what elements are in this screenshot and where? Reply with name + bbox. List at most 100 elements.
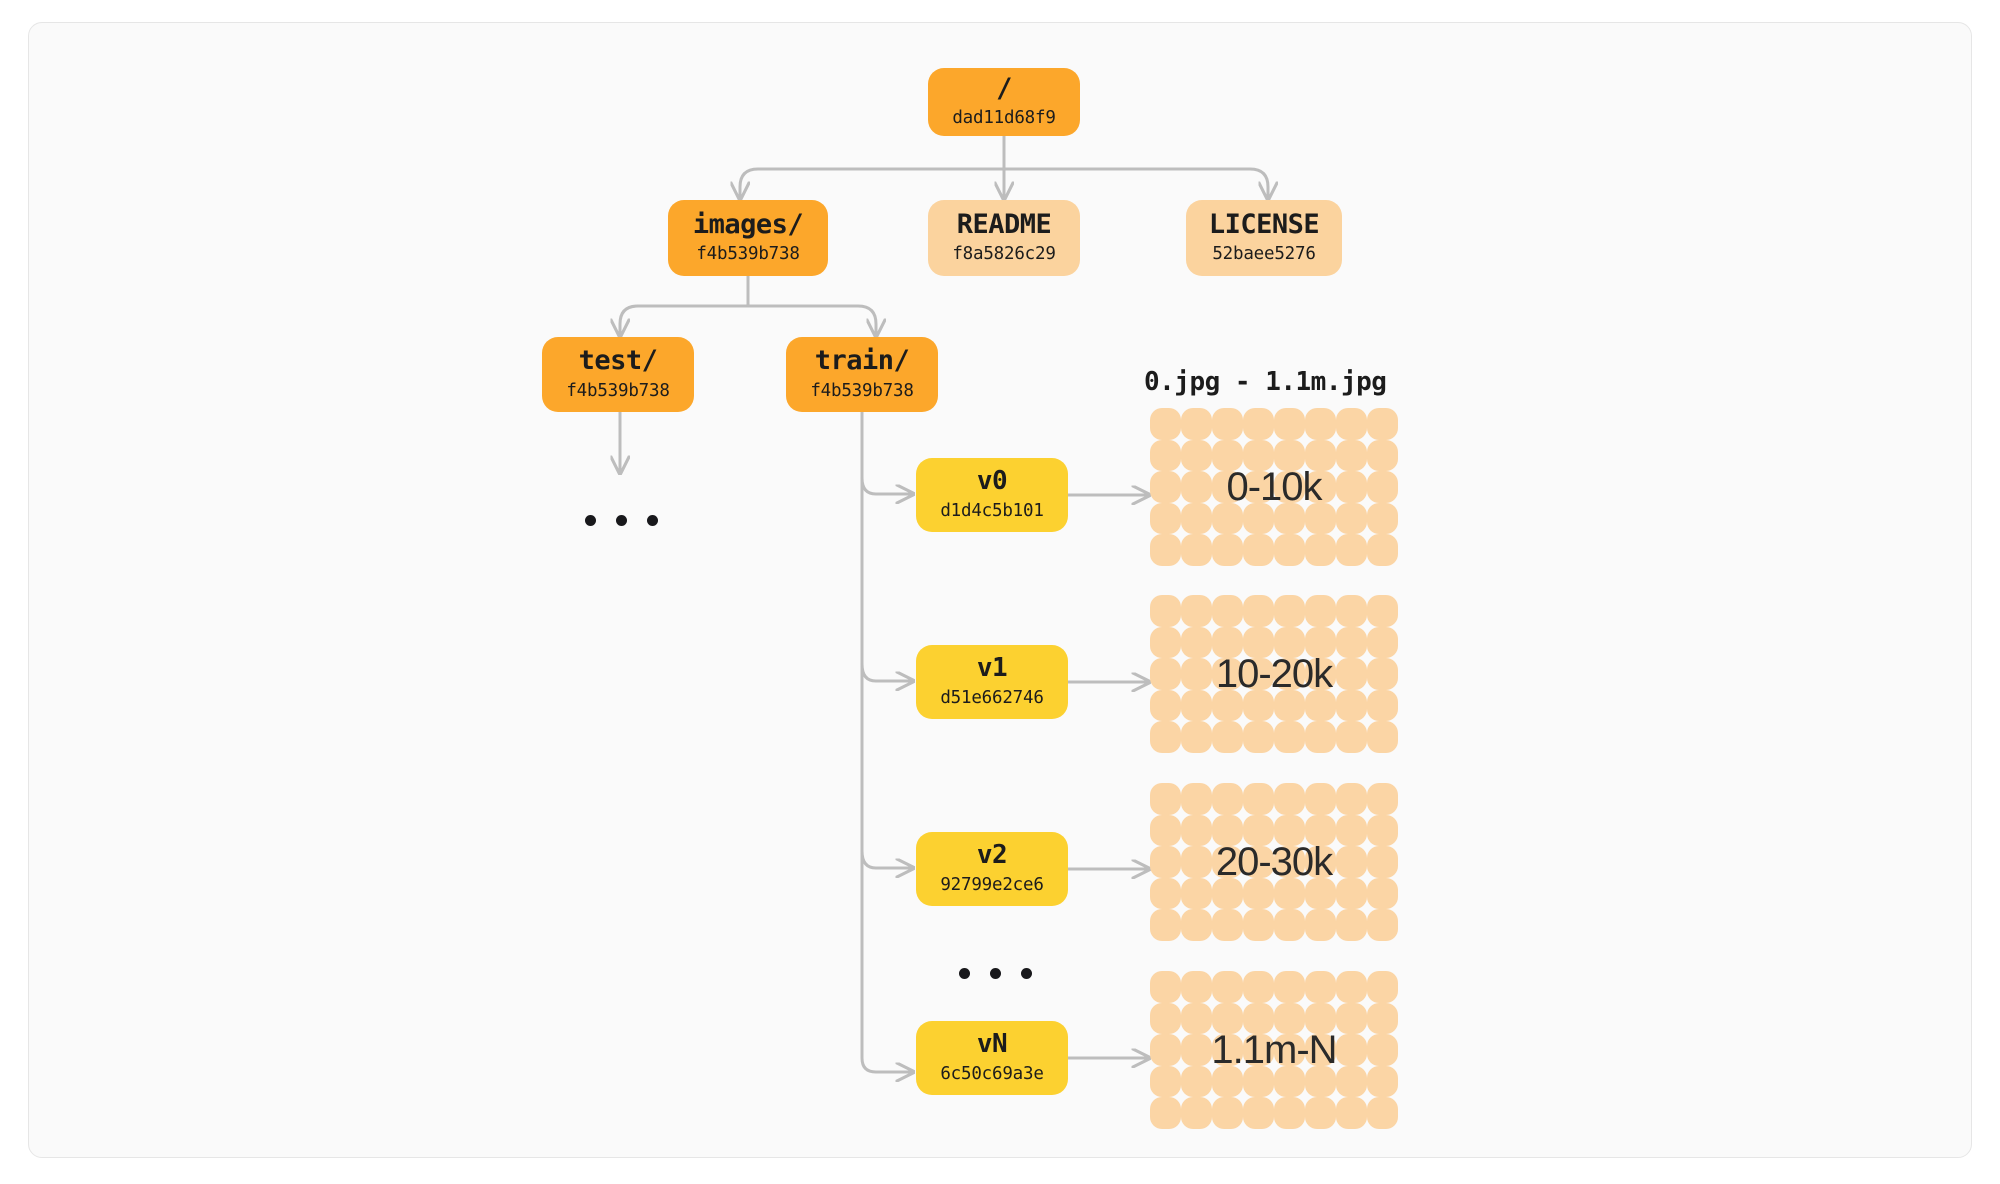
node-version-v0[interactable]: v0 d1d4c5b101 — [916, 458, 1068, 532]
image-tile — [1367, 689, 1398, 722]
image-tile — [1367, 502, 1398, 535]
image-tile — [1305, 877, 1336, 910]
ellipsis-dot — [1021, 968, 1032, 979]
image-tile — [1367, 658, 1398, 690]
node-test-hash: f4b539b738 — [566, 380, 670, 401]
image-tile — [1367, 909, 1398, 941]
node-version-vN[interactable]: vN 6c50c69a3e — [916, 1021, 1068, 1095]
image-tile — [1367, 534, 1398, 566]
image-tile — [1181, 626, 1212, 659]
image-tile — [1367, 471, 1398, 503]
image-tile — [1150, 783, 1181, 815]
image-tile — [1336, 1097, 1367, 1129]
node-license[interactable]: LICENSE 52baee5276 — [1186, 200, 1342, 276]
image-tile — [1305, 626, 1336, 659]
image-tile — [1336, 1065, 1367, 1098]
node-images[interactable]: images/ f4b539b738 — [668, 200, 828, 276]
image-tile — [1150, 1002, 1181, 1035]
image-tile — [1274, 1034, 1305, 1066]
image-tile — [1181, 877, 1212, 910]
image-tile — [1243, 971, 1274, 1003]
image-tile — [1212, 721, 1243, 753]
image-tile — [1150, 721, 1181, 753]
image-block-v2-range: 20-30k — [1215, 839, 1333, 884]
node-version-v1-hash: d51e662746 — [940, 687, 1044, 708]
image-tile — [1336, 814, 1367, 847]
node-train[interactable]: train/ f4b539b738 — [786, 337, 938, 412]
image-tile — [1367, 408, 1398, 440]
image-tile — [1336, 783, 1367, 815]
image-tile — [1212, 909, 1243, 941]
node-version-v1-label: v1 — [976, 653, 1008, 684]
image-tile — [1274, 721, 1305, 753]
node-version-v0-hash: d1d4c5b101 — [940, 500, 1044, 521]
image-range-header: 0.jpg - 1.1m.jpg — [1144, 367, 1387, 397]
diagram-card — [28, 22, 1972, 1158]
image-tile — [1336, 534, 1367, 566]
image-tile — [1274, 471, 1305, 503]
image-tile — [1243, 877, 1274, 910]
image-tile — [1243, 1034, 1274, 1066]
image-tile — [1305, 971, 1336, 1003]
image-tile — [1150, 971, 1181, 1003]
image-tile — [1181, 502, 1212, 535]
image-tile — [1336, 595, 1367, 627]
image-tile — [1243, 439, 1274, 472]
image-tile — [1181, 1065, 1212, 1098]
image-tile — [1274, 971, 1305, 1003]
node-readme-label: README — [956, 208, 1052, 240]
node-root[interactable]: / dad11d68f9 — [928, 68, 1080, 136]
node-version-v1[interactable]: v1 d51e662746 — [916, 645, 1068, 719]
image-tile — [1367, 1065, 1398, 1098]
node-version-v2[interactable]: v2 92799e2ce6 — [916, 832, 1068, 906]
image-tile — [1150, 534, 1181, 566]
image-tile — [1243, 846, 1274, 878]
node-train-hash: f4b539b738 — [810, 380, 914, 401]
image-tile — [1305, 846, 1336, 878]
node-readme[interactable]: README f8a5826c29 — [928, 200, 1080, 276]
image-tile — [1212, 658, 1243, 690]
image-tile — [1212, 471, 1243, 503]
image-tile — [1243, 721, 1274, 753]
node-version-v0-label: v0 — [976, 466, 1008, 497]
image-tile — [1212, 1097, 1243, 1129]
ellipsis-dot — [647, 515, 658, 526]
node-license-hash: 52baee5276 — [1212, 244, 1316, 265]
image-tile — [1305, 909, 1336, 941]
image-tile — [1367, 1097, 1398, 1129]
image-tile — [1150, 408, 1181, 440]
image-tile — [1305, 408, 1336, 440]
node-version-v2-hash: 92799e2ce6 — [940, 874, 1044, 895]
image-tile — [1305, 1097, 1336, 1129]
image-tile — [1274, 1097, 1305, 1129]
image-tile — [1212, 439, 1243, 472]
image-tile — [1367, 814, 1398, 847]
image-tile — [1274, 1065, 1305, 1098]
image-tile — [1212, 1002, 1243, 1035]
image-tile — [1212, 502, 1243, 535]
image-tile — [1305, 689, 1336, 722]
image-tile — [1181, 1002, 1212, 1035]
ellipsis-dot — [959, 968, 970, 979]
image-tile — [1305, 783, 1336, 815]
image-tile — [1150, 909, 1181, 941]
image-tile — [1150, 1065, 1181, 1098]
image-tile — [1150, 846, 1181, 878]
node-images-label: images/ — [692, 208, 804, 240]
node-train-label: train/ — [814, 345, 910, 377]
image-tile — [1212, 1034, 1243, 1066]
image-tile — [1336, 1034, 1367, 1066]
image-tile — [1181, 595, 1212, 627]
image-tile — [1243, 1002, 1274, 1035]
image-tile — [1367, 626, 1398, 659]
image-tile — [1243, 783, 1274, 815]
image-tile — [1274, 595, 1305, 627]
image-tile — [1212, 846, 1243, 878]
image-tile — [1336, 471, 1367, 503]
image-tile — [1150, 626, 1181, 659]
image-tile — [1274, 439, 1305, 472]
image-tile — [1150, 1097, 1181, 1129]
image-tile — [1212, 877, 1243, 910]
ellipsis-dot — [616, 515, 627, 526]
node-test[interactable]: test/ f4b539b738 — [542, 337, 694, 412]
